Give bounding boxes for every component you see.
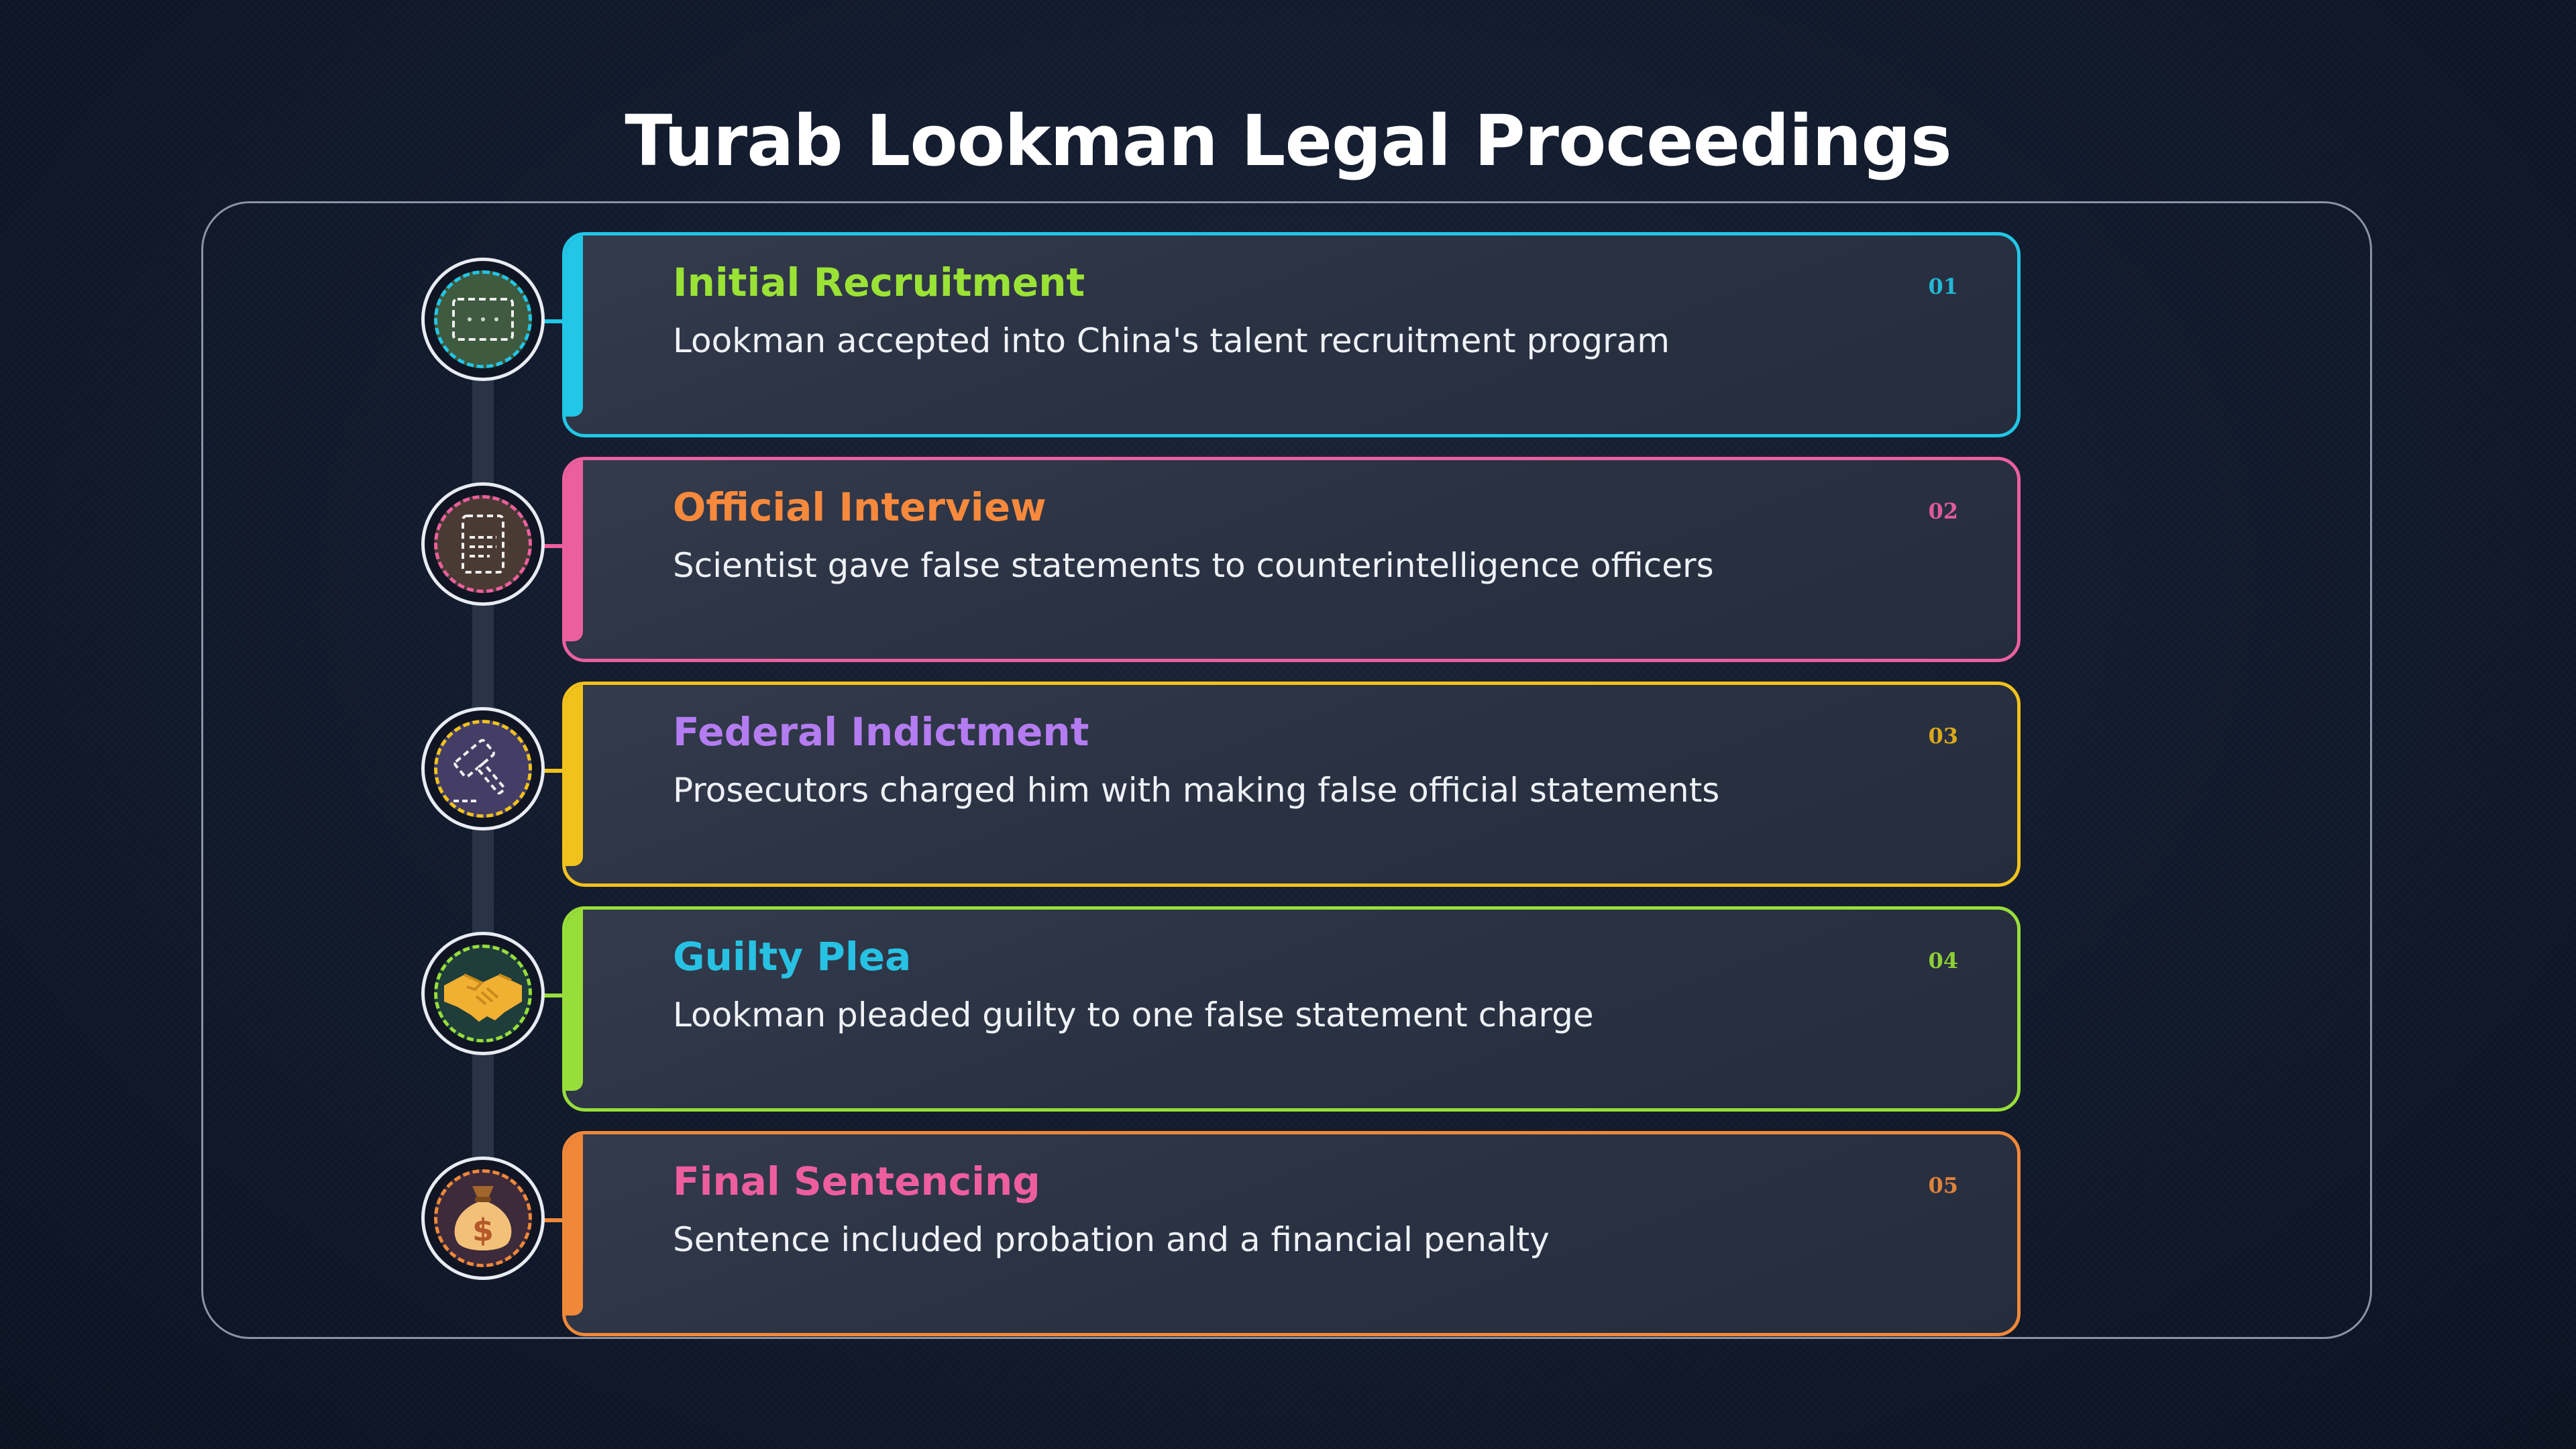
- step-connector: [537, 544, 572, 548]
- step-title: Initial Recruitment: [673, 260, 1085, 305]
- step-description: Prosecutors charged him with making fals…: [673, 771, 1720, 810]
- step-description: Sentence included probation and a financ…: [673, 1220, 1550, 1259]
- timeline-step-3: Federal Indictment Prosecutors charged h…: [0, 682, 2576, 890]
- step-card: Initial Recruitment Lookman accepted int…: [562, 232, 2021, 437]
- step-node: $: [421, 1157, 545, 1280]
- step-connector: [537, 319, 572, 323]
- step-connector: [537, 1218, 572, 1222]
- card-accent: [566, 685, 583, 866]
- step-description: Lookman accepted into China's talent rec…: [673, 321, 1670, 360]
- step-number: 02: [1928, 498, 1958, 524]
- step-number: 05: [1928, 1173, 1958, 1198]
- step-card: Guilty Plea Lookman pleaded guilty to on…: [562, 906, 2021, 1112]
- step-title: Final Sentencing: [673, 1159, 1040, 1204]
- timeline-step-2: Official Interview Scientist gave false …: [0, 457, 2576, 665]
- node-inner: $: [434, 1169, 532, 1267]
- step-title: Federal Indictment: [673, 709, 1089, 755]
- step-node: [421, 932, 545, 1055]
- step-description: Lookman pleaded guilty to one false stat…: [673, 996, 1594, 1034]
- blackboard-icon: [452, 298, 514, 341]
- step-card: Federal Indictment Prosecutors charged h…: [562, 682, 2021, 887]
- step-number: 03: [1928, 723, 1958, 749]
- step-node: [421, 258, 545, 381]
- step-card: Final Sentencing Sentence included proba…: [562, 1131, 2021, 1336]
- node-inner: [434, 720, 532, 818]
- timeline-step-1: Initial Recruitment Lookman accepted int…: [0, 232, 2576, 440]
- step-description: Scientist gave false statements to count…: [673, 546, 1714, 585]
- step-connector: [537, 769, 572, 773]
- money-bag-icon: $: [454, 1186, 512, 1250]
- diagram-frame: [201, 201, 2372, 1339]
- node-inner: [434, 945, 532, 1042]
- step-card: Official Interview Scientist gave false …: [562, 457, 2021, 662]
- gavel-icon: [453, 739, 506, 802]
- node-inner: [434, 270, 532, 368]
- handshake-icon: [444, 973, 522, 1022]
- timeline-step-5: $ Final Sentencing Sentence included pro…: [0, 1131, 2576, 1339]
- card-accent: [566, 235, 583, 417]
- svg-text:$: $: [472, 1212, 494, 1248]
- card-accent: [566, 1134, 583, 1316]
- step-title: Guilty Plea: [673, 934, 912, 979]
- step-connector: [537, 994, 572, 998]
- card-accent: [566, 460, 583, 641]
- card-accent: [566, 910, 583, 1091]
- step-node: [421, 482, 545, 606]
- step-title: Official Interview: [673, 484, 1046, 530]
- step-number: 01: [1928, 274, 1958, 299]
- step-number: 04: [1928, 948, 1958, 973]
- step-node: [421, 707, 545, 830]
- timeline-step-4: Guilty Plea Lookman pleaded guilty to on…: [0, 906, 2576, 1114]
- page-title: Turab Lookman Legal Proceedings: [625, 100, 1951, 182]
- node-inner: [434, 495, 532, 593]
- notepad-icon: [462, 515, 504, 574]
